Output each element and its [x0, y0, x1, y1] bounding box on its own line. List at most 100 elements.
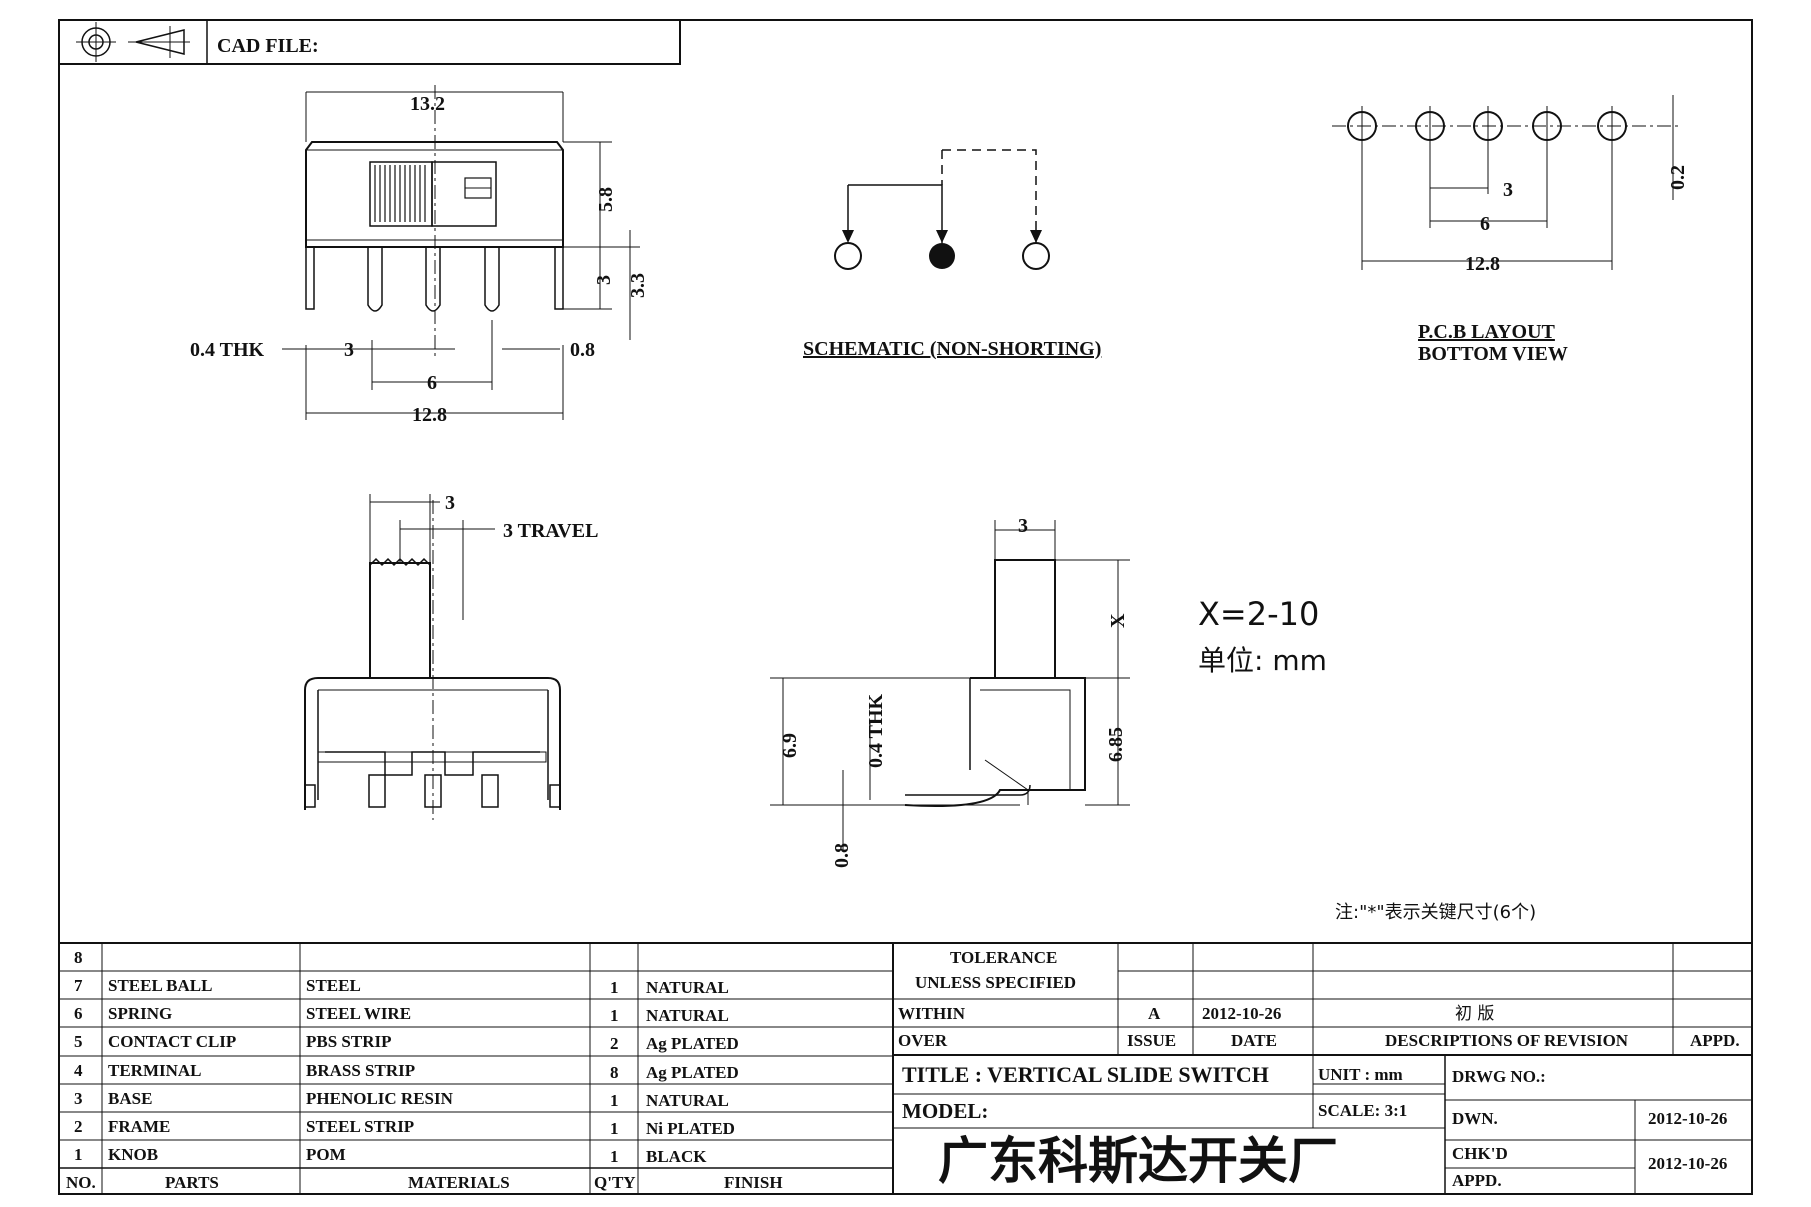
model-label: MODEL:	[902, 1099, 988, 1123]
bom-material: STEEL	[306, 976, 361, 995]
bom-rows: 8 7 STEEL BALL STEEL 1 NATURAL 6 SPRING …	[66, 948, 783, 1192]
appd-header: APPD.	[1690, 1031, 1740, 1050]
drwg-no-label: DRWG NO.:	[1452, 1067, 1546, 1086]
spec-x-range: X=2-10	[1198, 595, 1319, 633]
bom-finish: BLACK	[646, 1147, 707, 1166]
bom-material: BRASS STRIP	[306, 1061, 415, 1080]
bom-part: FRAME	[108, 1117, 170, 1136]
front-dim-total: 3.3	[627, 273, 649, 298]
bom-no: 3	[74, 1089, 83, 1108]
bom-finish: Ag PLATED	[646, 1063, 739, 1082]
drawing-border	[58, 19, 1753, 1195]
front-dim-height: 5.8	[595, 187, 617, 212]
appd-label: APPD.	[1452, 1171, 1502, 1190]
bom-table	[59, 942, 894, 1194]
bom-part: BASE	[108, 1089, 152, 1108]
bom-header-qty: Q'TY	[594, 1173, 636, 1192]
bom-header-no: NO.	[66, 1173, 96, 1192]
bom-part: STEEL BALL	[108, 976, 212, 995]
cad-file-label: CAD FILE:	[217, 35, 319, 57]
bom-part: TERMINAL	[108, 1061, 202, 1080]
date-value: 2012-10-26	[1202, 1004, 1281, 1023]
side-dim-body: 6.9	[779, 733, 801, 758]
bom-part: KNOB	[108, 1145, 158, 1164]
side-thk: 0.4 THK	[865, 693, 887, 768]
bom-finish: NATURAL	[646, 978, 729, 997]
pcb-layout	[1332, 95, 1680, 270]
front-dim-pin-w: 0.8	[570, 339, 595, 361]
revision-header: DESCRIPTIONS OF REVISION	[1385, 1031, 1629, 1050]
spec-unit: 单位: mm	[1198, 644, 1327, 677]
schematic-label: SCHEMATIC (NON-SHORTING)	[803, 338, 1101, 360]
projection-symbol-icon	[76, 22, 190, 62]
bom-no: 6	[74, 1004, 83, 1023]
revision-description: 初 版	[1455, 1004, 1494, 1024]
bom-header-materials: MATERIALS	[408, 1173, 510, 1192]
bom-material: PBS STRIP	[306, 1032, 392, 1051]
side-dim-x: X	[1107, 613, 1129, 628]
header-box	[59, 20, 681, 65]
schematic-terminal-left	[834, 242, 862, 270]
pcb-dim-hole: 0.2	[1667, 165, 1689, 190]
front-dim-span-total: 12.8	[412, 404, 447, 426]
bom-header-finish: FINISH	[724, 1173, 783, 1192]
bom-no: 2	[74, 1117, 83, 1136]
front-view	[282, 85, 640, 420]
tolerance-label: TOLERANCE	[950, 948, 1057, 967]
bom-part: CONTACT CLIP	[108, 1032, 236, 1051]
dwn-label: DWN.	[1452, 1109, 1498, 1128]
side-dim-bottom: 0.8	[831, 843, 853, 868]
bom-no: 8	[74, 948, 83, 967]
top-travel: 3 TRAVEL	[503, 520, 598, 542]
schematic-terminal-common	[929, 243, 955, 269]
bom-finish: NATURAL	[646, 1006, 729, 1025]
front-thk: 0.4 THK	[190, 339, 265, 361]
schematic	[834, 149, 1050, 270]
bom-no: 7	[74, 976, 83, 995]
side-view	[770, 520, 1130, 850]
top-view	[304, 494, 561, 820]
over-label: OVER	[898, 1031, 948, 1050]
bom-material: STEEL WIRE	[306, 1004, 411, 1023]
bom-finish: NATURAL	[646, 1091, 729, 1110]
front-dim-pin: 3	[593, 275, 615, 285]
bom-no: 1	[74, 1145, 83, 1164]
bom-header-parts: PARTS	[165, 1173, 219, 1192]
dwn-date: 2012-10-26	[1648, 1109, 1727, 1128]
title-block-grid	[893, 942, 1752, 1194]
scale-label: SCALE: 3:1	[1318, 1101, 1407, 1120]
company-name: 广东科斯达开关厂	[938, 1132, 1338, 1190]
bom-qty: 1	[610, 1006, 619, 1025]
chk-date: 2012-10-26	[1648, 1154, 1727, 1173]
bom-qty: 1	[610, 1091, 619, 1110]
bom-part: SPRING	[108, 1004, 172, 1023]
pcb-dim-total: 12.8	[1465, 253, 1500, 275]
bom-finish: Ni PLATED	[646, 1119, 735, 1138]
front-dim-pitch: 3	[344, 339, 354, 361]
schematic-terminal-right	[1022, 242, 1050, 270]
date-header: DATE	[1231, 1031, 1277, 1050]
pcb-dim-pitch: 3	[1503, 179, 1513, 201]
bom-material: POM	[306, 1145, 346, 1164]
key-dimension-note: 注:"*"表示关键尺寸(6个)	[1335, 902, 1536, 923]
bom-material: PHENOLIC RESIN	[306, 1089, 454, 1108]
unless-specified-label: UNLESS SPECIFIED	[915, 973, 1076, 992]
side-dim-right: 6.85	[1105, 727, 1127, 762]
top-dim-knob: 3	[445, 492, 455, 514]
chkd-label: CHK'D	[1452, 1144, 1508, 1163]
bom-qty: 1	[610, 1147, 619, 1166]
front-dim-span: 6	[427, 372, 437, 394]
bom-no: 4	[74, 1061, 83, 1080]
side-dim-knob: 3	[1018, 515, 1028, 537]
bom-qty: 2	[610, 1034, 619, 1053]
pcb-label-line2: BOTTOM VIEW	[1418, 343, 1568, 365]
bom-qty: 8	[610, 1063, 619, 1082]
unit-label: UNIT : mm	[1318, 1065, 1403, 1084]
bom-material: STEEL STRIP	[306, 1117, 414, 1136]
pcb-dim-span: 6	[1480, 213, 1490, 235]
within-label: WITHIN	[898, 1004, 966, 1023]
issue-value: A	[1148, 1004, 1161, 1023]
issue-header: ISSUE	[1127, 1031, 1176, 1050]
front-dim-width: 13.2	[410, 93, 445, 115]
